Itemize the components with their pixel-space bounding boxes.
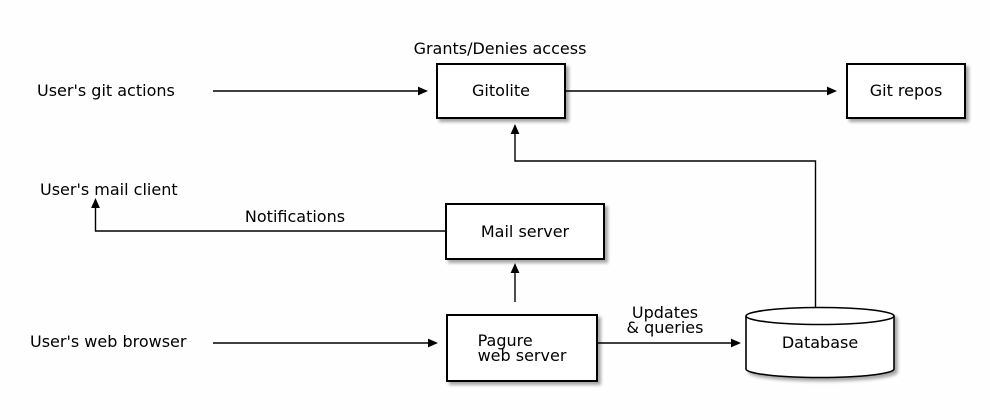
gitolite-label: Gitolite [472, 81, 530, 100]
node-mail-server: Mail server [445, 203, 605, 260]
arrow-pagure-to-mail-server [510, 263, 520, 302]
node-git-repos: Git repos [846, 63, 966, 119]
arrow-mail-server-to-users-mail-client [91, 198, 445, 232]
pagure-label: Pagure web server [477, 331, 567, 365]
pagure-label-line1: Pagure [477, 331, 533, 350]
database-label: Database [781, 333, 859, 352]
node-pagure-web-server: Pagure web server [446, 314, 598, 382]
label-notifications: Notifications [244, 207, 346, 226]
label-updates-line1: Updates [631, 303, 699, 322]
label-users-mail-client: User's mail client [40, 180, 178, 199]
label-updates-queries: Updates & queries [565, 303, 765, 337]
git-repos-label: Git repos [869, 81, 943, 100]
node-gitolite: Gitolite [436, 63, 566, 119]
label-grants-denies-access: Grants/Denies access [413, 39, 587, 58]
arrow-user-web-browser-to-pagure [213, 338, 438, 348]
database-cylinder [745, 306, 895, 379]
arrow-user-git-actions-to-gitolite [213, 86, 428, 96]
mail-server-label: Mail server [480, 221, 570, 241]
label-updates-line2: & queries [626, 318, 704, 337]
arrow-gitolite-to-git-repos [566, 86, 837, 96]
label-users-web-browser: User's web browser [30, 332, 187, 351]
database-label-container: Database [745, 314, 895, 372]
pagure-label-line2: web server [477, 346, 567, 365]
arrow-database-to-gitolite [510, 124, 817, 309]
arrow-pagure-to-database [598, 338, 741, 348]
label-users-git-actions: User's git actions [37, 81, 175, 100]
